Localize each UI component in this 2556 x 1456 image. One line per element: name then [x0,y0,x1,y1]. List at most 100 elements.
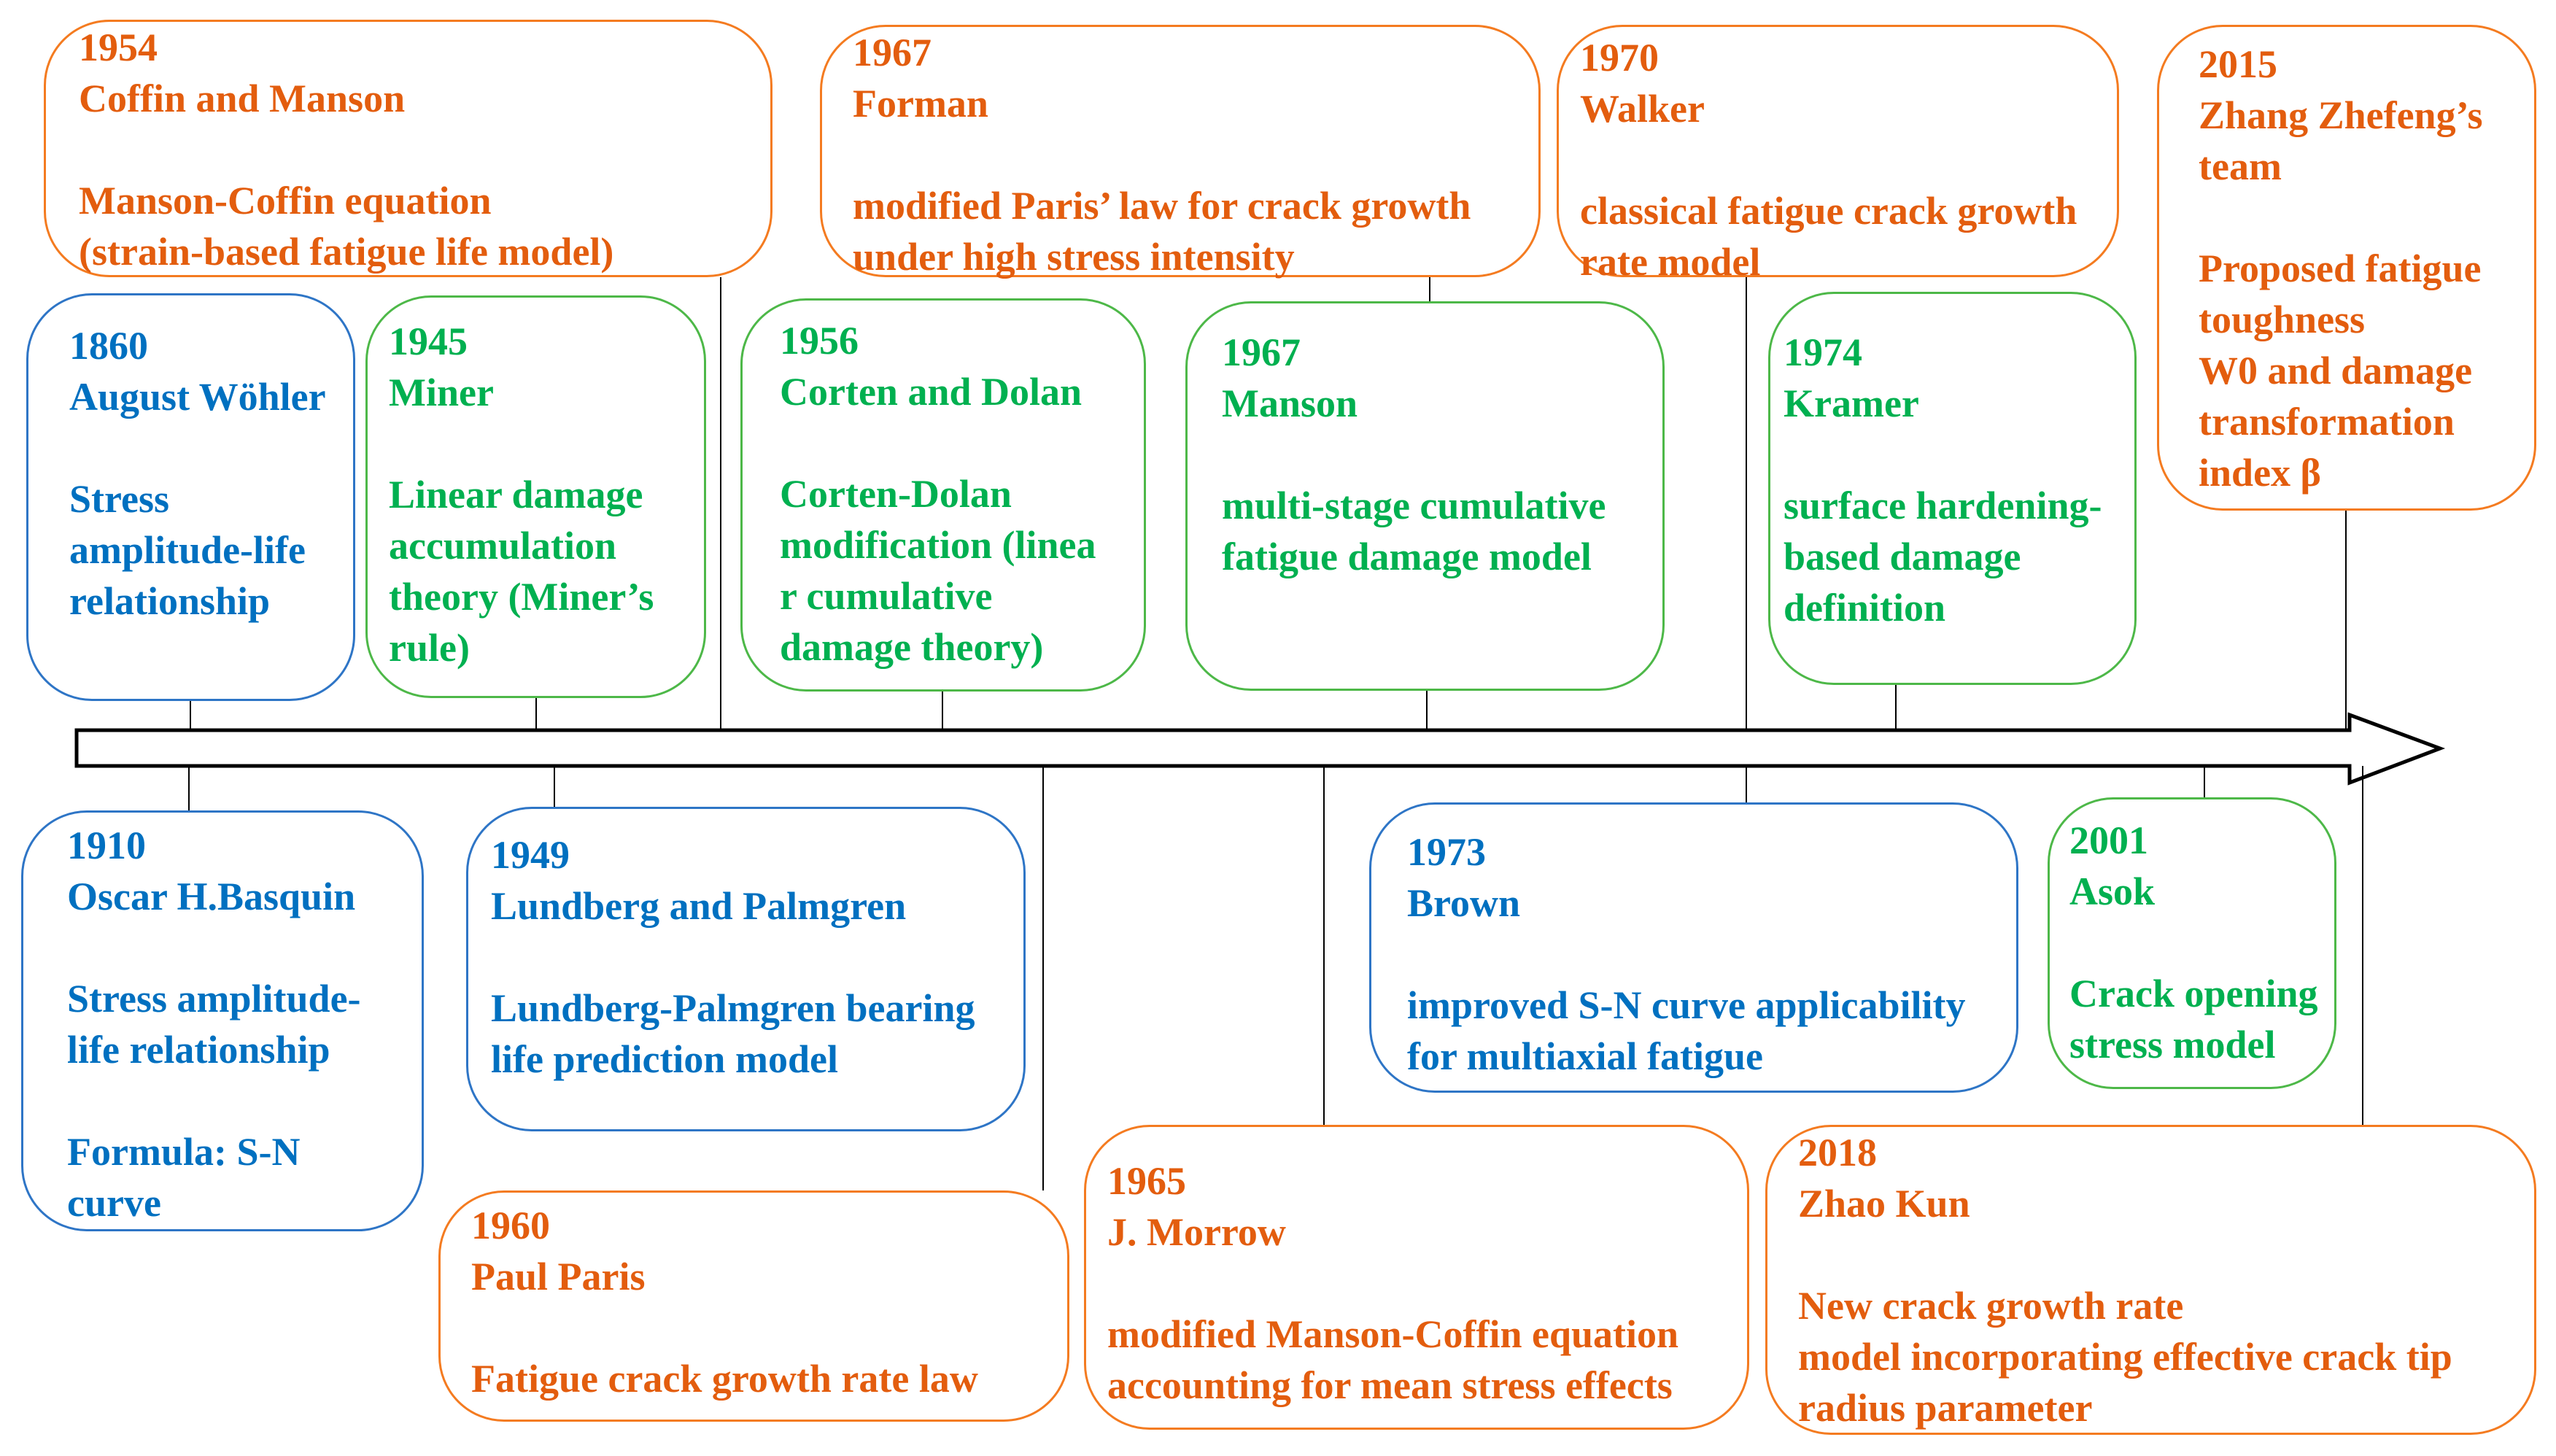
blank-line [2069,917,2334,968]
event-description: Proposed fatigue [2199,247,2482,290]
event-description: r cumulative [780,574,993,618]
connector-line [2204,766,2205,797]
event-year: 2015 [2199,42,2277,86]
blank-line [79,124,770,175]
event-year: 1960 [471,1204,550,1247]
event-year: 1970 [1580,36,1659,80]
event-description: W0 and damage [2199,349,2473,392]
blank-line [1222,429,1662,480]
event-description: modification (linea [780,523,1096,567]
event-author: Forman [853,82,988,125]
event-description: Stress amplitude- [67,977,361,1021]
event-description: modified Paris’ law for crack growth [853,184,1471,228]
event-description: radius parameter [1798,1386,2093,1430]
event-description: improved S-N curve applicability [1407,983,1966,1027]
blank-line [2199,192,2534,243]
connector-line [942,692,943,730]
connector-line [188,766,190,810]
event-year: 1956 [780,319,859,363]
blank-line [389,418,704,469]
connector-line [720,277,721,730]
blank-line [853,129,1538,180]
timeline-arrow-shape [74,712,2446,786]
event-description: accumulation [389,524,617,568]
event-description: Linear damage [389,473,643,516]
blank-line [1798,1229,2534,1280]
event-year: 2018 [1798,1131,1877,1174]
event-description: accounting for mean stress effects [1107,1363,1673,1407]
event-description: curve [67,1181,161,1225]
connector-line [1895,685,1897,730]
connector-line [190,701,191,730]
event-author: Zhang Zhefeng’s [2199,93,2483,137]
blank-line [67,922,422,973]
event-description: modified Manson-Coffin equation [1107,1312,1679,1356]
event-description: (strain-based fatigue life model) [79,230,614,274]
connector-line [1746,277,1747,730]
event-author: J. Morrow [1107,1210,1286,1254]
event-year: 1973 [1407,830,1486,874]
connector-line [2362,766,2363,1125]
event-year: 1945 [389,320,468,363]
connector-line [1042,766,1044,1190]
event-author: Kramer [1784,382,1919,425]
event-description: Fatigue crack growth rate law [471,1357,978,1401]
event-year: 1910 [67,824,146,867]
event-year: 1967 [1222,330,1301,374]
event-year: 1974 [1784,330,1862,374]
event-description: Lundberg-Palmgren bearing [491,986,975,1030]
event-description: relationship [69,579,271,623]
event-description: definition [1784,586,1946,630]
event-description: Formula: S-N [67,1130,301,1174]
blank-line [471,1302,1067,1353]
event-description: life relationship [67,1028,330,1072]
event-author: Oscar H.Basquin [67,875,356,918]
event-author: Zhao Kun [1798,1182,1970,1225]
event-description: index β [2199,451,2321,495]
event-description: damage theory) [780,625,1044,669]
event-description: classical fatigue crack growth [1580,189,2077,233]
event-description: life prediction model [491,1037,838,1081]
event-description: Corten-Dolan [780,472,1012,516]
event-author: Corten and Dolan [780,370,1083,414]
connector-line [535,698,537,730]
connector-line [1323,766,1325,1125]
event-description: surface hardening- [1784,484,2102,527]
event-author: Asok [2069,870,2156,913]
blank-line [1407,929,2016,980]
event-author: Walker [1580,87,1705,131]
event-description: model incorporating effective crack tip [1798,1335,2452,1379]
connector-line [1426,691,1428,730]
blank-line [1784,429,2134,480]
connector-line [1429,277,1430,301]
event-author: Manson [1222,382,1358,425]
event-description: fatigue damage model [1222,535,1592,578]
event-description: theory (Miner’s [389,575,654,619]
event-author: Brown [1407,881,1521,925]
event-description: New crack growth rate [1798,1284,2184,1328]
event-description: stress model [2069,1023,2276,1066]
event-description: toughness [2199,298,2366,341]
blank-line [780,417,1144,468]
event-author: August Wöhler [69,375,326,419]
event-author: Coffin and Manson [79,77,406,120]
event-year: 1860 [69,324,148,368]
event-description [67,1075,422,1126]
connector-line [554,766,555,807]
event-description: amplitude-life [69,528,306,572]
